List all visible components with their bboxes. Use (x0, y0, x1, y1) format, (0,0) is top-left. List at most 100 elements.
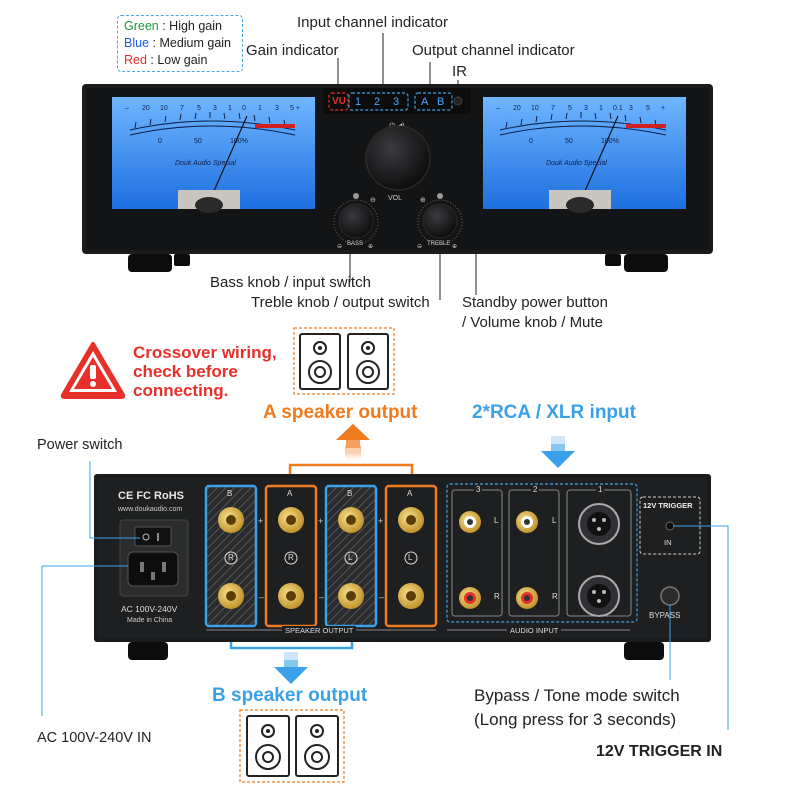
svg-text:7: 7 (180, 105, 184, 112)
svg-text:Douk Audio Special: Douk Audio Special (546, 160, 607, 167)
warning-line-1: Crossover wiring, (133, 343, 277, 362)
ir-label: IR (452, 63, 467, 80)
vu-indicator: VU (332, 96, 346, 107)
trigger-title-text: 12V TRIGGER (643, 501, 693, 510)
channel-r-mark-1: R (228, 553, 234, 562)
svg-text:⊕: ⊕ (452, 244, 457, 250)
svg-text:⊕: ⊕ (368, 244, 373, 250)
vol-text: VOL (388, 195, 403, 202)
standby-label-line2: / Volume knob / Mute (462, 314, 603, 331)
bass-knob-label: Bass knob / input switch (210, 274, 371, 291)
ac-voltage-text: AC 100V-240V (121, 604, 178, 614)
audio-input-box (446, 483, 638, 623)
svg-text:3: 3 (213, 105, 217, 112)
rca-xlr-input-title: 2*RCA / XLR input (472, 402, 636, 423)
power-switch-label: Power switch (37, 437, 123, 453)
ac-in-label: AC 100V-240V IN (37, 730, 152, 746)
a-speaker-pair (293, 327, 395, 395)
bass-text: BASS (347, 241, 364, 247)
channel-l-mark-1: L (348, 553, 353, 562)
warning-line-3: connecting. (133, 381, 229, 400)
ir-receiver (453, 96, 463, 106)
svg-text:50: 50 (194, 138, 202, 145)
rca2-right-mark: R (552, 592, 558, 601)
iec-socket (127, 551, 179, 587)
rca-jacks (459, 511, 538, 609)
rca3-right-mark: R (494, 592, 500, 601)
b-speaker-output-title: B speaker output (212, 685, 368, 706)
speaker-output-text: SPEAKER OUTPUT (282, 626, 357, 635)
svg-text:–: – (125, 105, 129, 112)
svg-text:+: + (258, 516, 263, 526)
output-channel-b: B (437, 96, 445, 108)
input-num-1: 1 (596, 485, 605, 494)
svg-text:10: 10 (531, 105, 539, 112)
svg-text:10: 10 (160, 105, 168, 112)
standby-label-line1: Standby power button (462, 294, 608, 311)
svg-text:3: 3 (629, 105, 633, 112)
bypass-text: BYPASS (649, 611, 681, 620)
treble-knob-group: ⊖ ⊕ (417, 193, 463, 250)
input-channel-indicator-label: Input channel indicator (297, 14, 448, 31)
input-num-2: 2 (531, 485, 540, 494)
volume-knob (365, 125, 431, 191)
cert-marks: CE FC RoHS (118, 490, 184, 502)
made-in-text: Made in China (127, 617, 173, 624)
rca3-left-mark: L (494, 516, 499, 525)
xlr-jacks (578, 503, 620, 617)
treble-knob-label: Treble knob / output switch (251, 294, 430, 311)
svg-text:100%: 100% (230, 138, 248, 145)
col-label-b2: B (347, 489, 353, 498)
svg-text:5: 5 (646, 105, 650, 112)
svg-text:1: 1 (258, 105, 262, 112)
gain-indicator-box (328, 92, 349, 111)
audio-input-text: AUDIO INPUT (507, 626, 562, 635)
input-arrow (541, 451, 575, 468)
svg-text:5 +: 5 + (290, 105, 300, 112)
svg-text:20: 20 (142, 105, 150, 112)
channel-r-mark-2: R (288, 553, 294, 562)
svg-text:–: – (259, 592, 264, 602)
treble-knob (422, 203, 458, 239)
legend-red: Red : Low gain (124, 53, 208, 67)
svg-text:+: + (378, 516, 383, 526)
svg-text:+: + (661, 105, 665, 112)
input-channel-3: 3 (393, 96, 400, 108)
warning-text: Crossover wiring, check before connectin… (133, 343, 277, 400)
output-indicator-box (414, 92, 453, 111)
svg-text:0: 0 (158, 138, 162, 145)
col-label-a2: A (407, 489, 413, 498)
website-text: www.doukaudio.com (118, 506, 183, 513)
trigger-jack (665, 521, 675, 531)
svg-text:5: 5 (197, 105, 201, 112)
channel-l-mark-2: L (408, 553, 413, 562)
trigger-box (639, 496, 701, 555)
speaker-terminals: +– +– +– (204, 484, 438, 628)
b-output-arrow (274, 667, 308, 684)
gain-color-legend: Green : High gain Blue : Medium gain Red… (117, 15, 243, 72)
svg-text:+: + (318, 516, 323, 526)
input-channel-1: 1 (355, 96, 362, 108)
trigger-in-text: IN (664, 538, 672, 547)
svg-text:7: 7 (551, 105, 555, 112)
input-channel-2: 2 (374, 96, 381, 108)
b-speaker-pair (239, 709, 345, 783)
bass-knob-group: ⊖ ⊕ (333, 193, 379, 250)
warning-icon (60, 342, 126, 399)
legend-green: Green : High gain (124, 19, 222, 33)
col-label-b1: B (227, 489, 233, 498)
svg-text:⊖: ⊖ (417, 244, 422, 250)
svg-text:–: – (496, 105, 500, 112)
bypass-button (660, 586, 680, 606)
svg-text:⊕: ⊕ (420, 197, 426, 204)
treble-text: TREBLE (427, 241, 451, 247)
svg-text:0.1: 0.1 (613, 105, 623, 112)
input-num-3: 3 (474, 485, 483, 494)
svg-text:100%: 100% (601, 138, 619, 145)
svg-text:0: 0 (529, 138, 533, 145)
bypass-label-line2: (Long press for 3 seconds) (474, 710, 677, 729)
svg-text:3: 3 (584, 105, 588, 112)
